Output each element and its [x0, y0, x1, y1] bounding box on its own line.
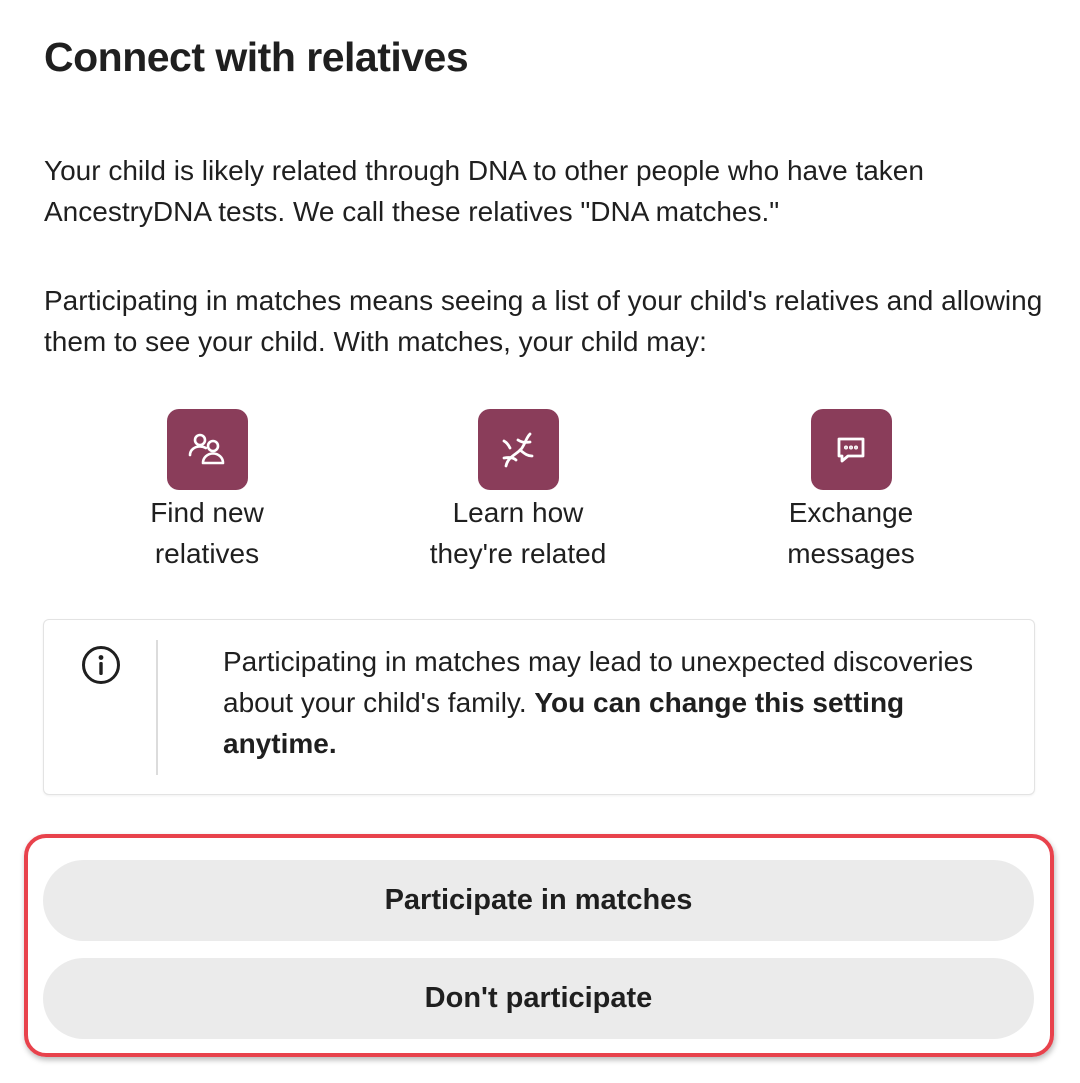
feature-label: messages [787, 538, 915, 569]
dont-participate-button[interactable]: Don't participate [43, 958, 1034, 1039]
highlight-frame [24, 834, 1054, 1057]
feature-label: they're related [429, 538, 607, 569]
divider [156, 640, 158, 775]
participation-paragraph: Participating in matches means seeing a … [44, 285, 1043, 357]
feature-find-relatives: Find new relatives [77, 409, 337, 574]
page-title: Connect with relatives [44, 34, 469, 80]
feature-label: Find new [150, 497, 264, 528]
info-icon [81, 645, 121, 685]
feature-exchange-messages: Exchange messages [721, 409, 981, 574]
people-icon [166, 409, 248, 490]
intro-paragraph: Your child is likely related through DNA… [44, 155, 924, 227]
dna-icon [477, 409, 559, 490]
feature-label: relatives [154, 538, 260, 569]
participate-button[interactable]: Participate in matches [43, 860, 1034, 941]
feature-label: Learn how [452, 497, 584, 528]
feature-learn-relation: Learn how they're related [388, 409, 648, 574]
notice-message: Participating in matches may lead to une… [223, 646, 974, 718]
info-notice: Participating in matches may lead to une… [43, 619, 1035, 795]
notice-text: Participating in matches may lead to une… [223, 641, 1003, 764]
chat-icon [810, 409, 892, 490]
notice-emphasis: You can change this setting anytime. [223, 687, 905, 759]
feature-label: Exchange [788, 497, 914, 528]
